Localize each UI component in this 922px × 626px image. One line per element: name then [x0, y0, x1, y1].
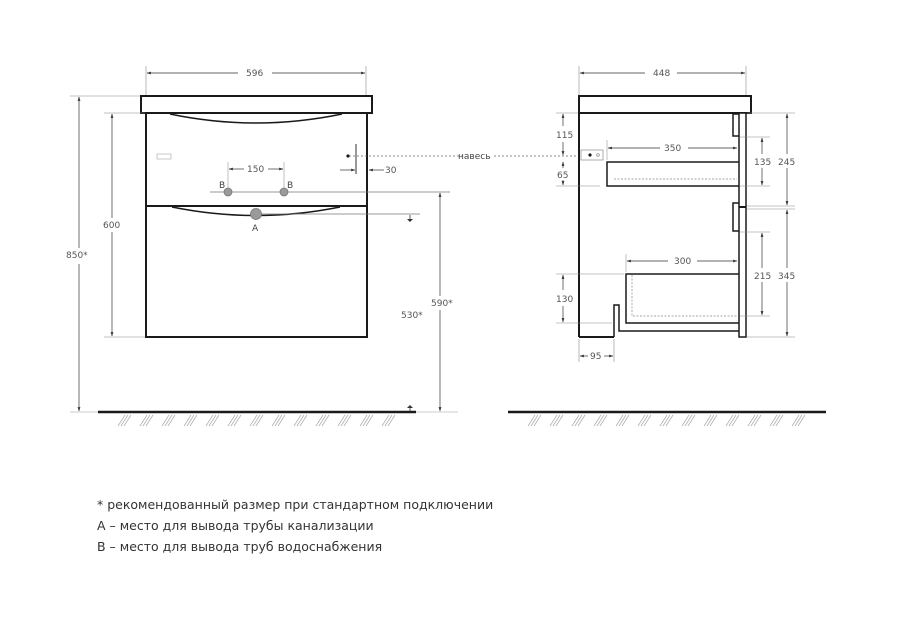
lower-drawer [625, 273, 739, 324]
hanger-gap-dim: 65 [557, 171, 568, 181]
upper-drawer-height-dim: 135 [754, 158, 771, 168]
supply-spacing-dim: 150 [247, 165, 264, 175]
drain-outlet [250, 208, 262, 220]
side-view: 448 115 65 350 135 245 300 [508, 66, 826, 427]
note-outlet-a: А – место для вывода трубы канализации [97, 518, 374, 533]
hanger-top-offset-dim: 115 [556, 131, 573, 141]
lower-section-dim: 345 [778, 272, 795, 282]
outlet-a-height-dim: 530* [401, 311, 423, 321]
side-countertop [578, 95, 752, 114]
cabinet-height-dim: 600 [103, 221, 120, 231]
outlet-b-height-dim: 590* [431, 299, 453, 309]
legend-notes: * рекомендованный размер при стандартном… [97, 494, 493, 557]
front-panel [738, 112, 747, 338]
hanger-label: навесь [458, 152, 491, 162]
hinge-offset-dim: 30 [385, 166, 397, 176]
upper-section-dim: 245 [778, 158, 795, 168]
depth-dim: 448 [653, 69, 670, 79]
front-view: навесь 30 596 150 B B A 850* [66, 66, 590, 427]
note-outlet-b: В – место для вывода труб водоснабжения [97, 539, 383, 554]
width-dim: 596 [246, 69, 263, 79]
drain-marker: A [252, 224, 259, 234]
lower-drawer-height-dim: 215 [754, 272, 771, 282]
plinth-offset-dim: 95 [590, 352, 601, 362]
supply-marker-left: B [219, 181, 225, 191]
upper-drawer [606, 161, 739, 187]
total-height-dim: 850* [66, 251, 88, 261]
countertop [140, 95, 373, 114]
cabinet-body [145, 112, 368, 338]
supply-outlet-right [279, 187, 289, 197]
supply-marker-right: B [287, 181, 293, 191]
upper-drawer-depth-dim: 350 [664, 144, 681, 154]
supply-outlet-left [223, 187, 233, 197]
lower-drawer-bottom-dim: 130 [556, 295, 573, 305]
lower-drawer-depth-dim: 300 [674, 257, 691, 267]
basin-curve-top [169, 113, 343, 124]
note-recommended-size: * рекомендованный размер при стандартном… [97, 497, 494, 512]
